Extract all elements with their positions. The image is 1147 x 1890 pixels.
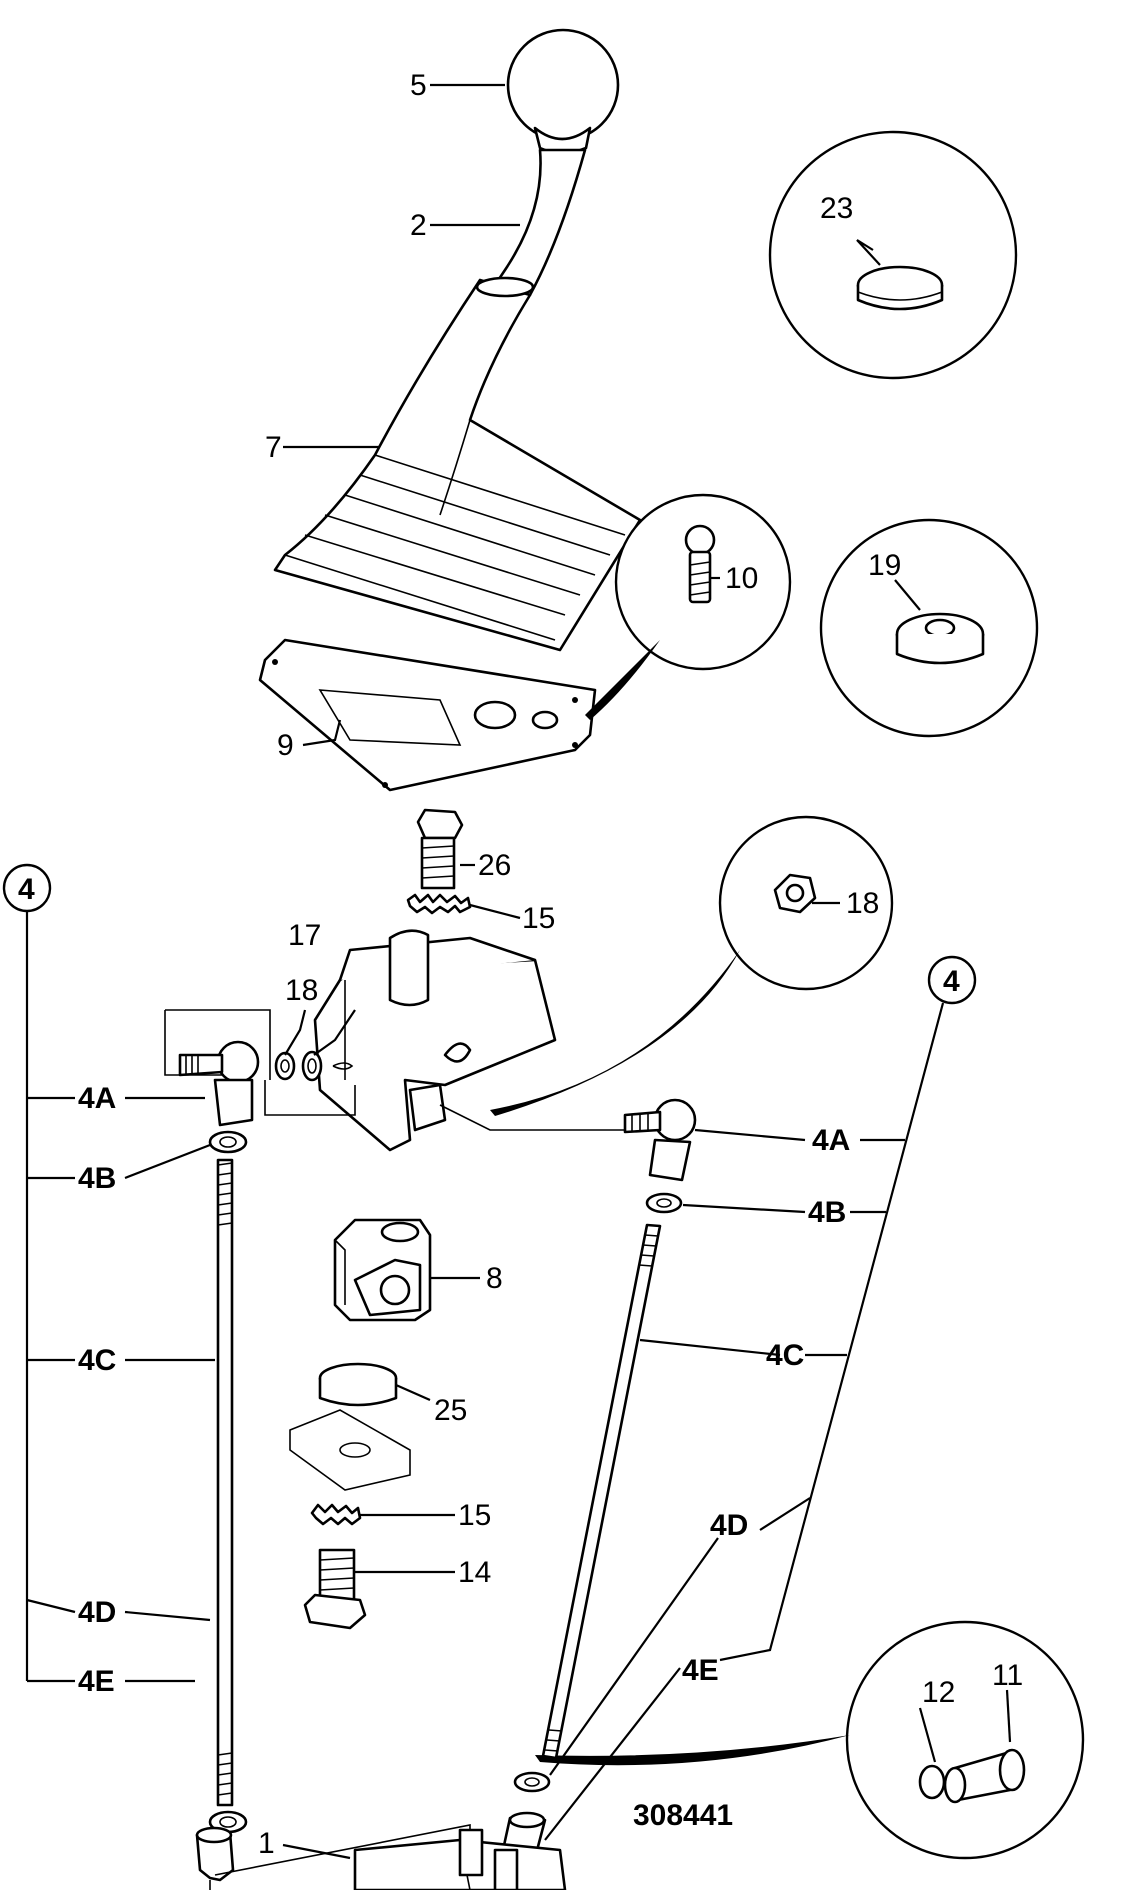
detail-circle-11-12: [845, 1620, 1085, 1860]
clevis-4e-left: [195, 1826, 235, 1882]
callout-18-detail: 18: [846, 887, 879, 920]
ball-joint-4a-left: [178, 1040, 260, 1127]
detail-circle-18: [718, 815, 894, 991]
callout-4b-left: 4B: [78, 1162, 116, 1195]
callout-10: 10: [725, 562, 758, 595]
group-4-right-bracket: [719, 955, 977, 1662]
callout-4c-left: 4C: [78, 1344, 116, 1377]
leader-lines: [124, 83, 1012, 1860]
callout-4-left: 4: [18, 873, 35, 906]
callout-2: 2: [410, 209, 427, 242]
spacer-25: [318, 1362, 398, 1407]
gear-knob: [506, 28, 620, 155]
rod-4c-left: [216, 1158, 234, 1807]
callout-4d-left: 4D: [78, 1596, 116, 1629]
detail-leader-11: [535, 1735, 850, 1766]
callout-11: 11: [992, 1659, 1023, 1692]
callout-15-bottom: 15: [458, 1499, 491, 1532]
assembly-outline-right: [439, 1104, 640, 1131]
callout-19: 19: [868, 549, 901, 582]
detail-circle-19: [819, 518, 1039, 738]
callout-4e-right: 4E: [682, 1654, 719, 1687]
callout-14: 14: [458, 1556, 491, 1589]
callout-25: 25: [434, 1394, 467, 1427]
lock-washer-15-bottom: [310, 1503, 362, 1526]
detail-leader-10: [585, 640, 660, 720]
callout-4a-right: 4A: [812, 1124, 850, 1157]
callout-8: 8: [486, 1262, 503, 1295]
detail-circle-10: [614, 493, 792, 671]
nut-18-left: [274, 1051, 296, 1081]
nut-4b-right: [645, 1192, 683, 1214]
nut-4b-left: [208, 1130, 248, 1154]
assembly-outline-left: [164, 1009, 356, 1116]
callout-18-left: 18: [285, 974, 318, 1007]
bolt-26: [416, 808, 464, 890]
gear-lever-shaft: [493, 148, 587, 297]
gaiter-mounting-plate: [258, 638, 597, 792]
callout-labels: 5 2 7 9 23 10 19 26 15 18 18 17 4 4 4A 4…: [18, 69, 1023, 1860]
callout-1: 1: [258, 1827, 275, 1860]
callout-7: 7: [265, 431, 282, 464]
washer-17: [301, 1050, 323, 1082]
callout-23: 23: [820, 192, 853, 225]
callout-26: 26: [478, 849, 511, 882]
pivot-bracket: [313, 929, 557, 1152]
callout-12: 12: [922, 1676, 955, 1709]
callout-9: 9: [277, 729, 294, 762]
callout-4d-right: 4D: [710, 1509, 748, 1542]
nut-4d-right: [513, 1771, 551, 1793]
gear-lever-gaiter: [273, 276, 642, 652]
detail-circle-23: [768, 130, 1018, 380]
callout-4c-right: 4C: [766, 1339, 804, 1372]
floor-plate: [289, 1409, 411, 1491]
ball-joint-4a-right: [623, 1098, 697, 1182]
callout-4a-left: 4A: [78, 1082, 116, 1115]
callout-4b-right: 4B: [808, 1196, 846, 1229]
lock-washer-15-top: [406, 893, 472, 915]
gearbox-1: [353, 1828, 567, 1890]
callout-4e-left: 4E: [78, 1665, 115, 1698]
group-4-left-bracket: [2, 863, 76, 1683]
callout-15-top: 15: [522, 902, 555, 935]
callout-5: 5: [410, 69, 427, 102]
drawing-number: 308441: [633, 1799, 733, 1832]
dashed-axis: [332, 1062, 354, 1070]
callout-17: 17: [288, 919, 321, 952]
bolt-14: [303, 1548, 367, 1630]
rod-4c-right: [541, 1223, 662, 1760]
callout-4-right: 4: [943, 965, 960, 998]
pivot-block-8: [333, 1218, 432, 1322]
